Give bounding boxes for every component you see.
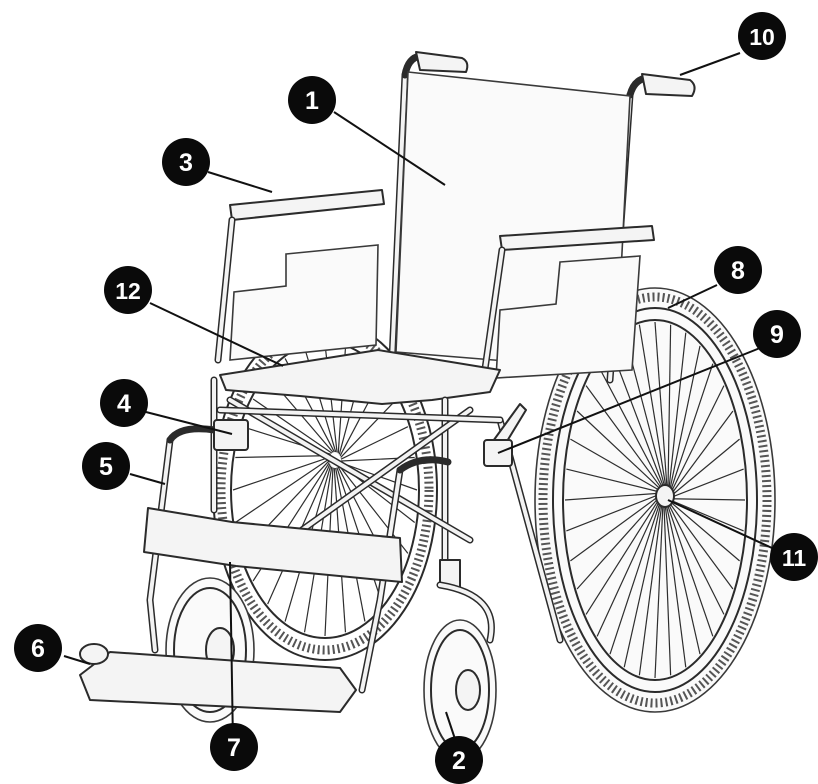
spoke <box>638 502 663 676</box>
spoke <box>666 503 714 637</box>
spoke <box>585 498 660 615</box>
brake <box>483 403 527 467</box>
callout-8: 8 <box>714 246 762 294</box>
spoke <box>235 455 330 459</box>
leader-lines <box>63 52 773 744</box>
spoke <box>668 501 734 590</box>
footplate <box>79 651 357 713</box>
spoke <box>232 456 330 491</box>
svg-text:8: 8 <box>731 257 745 285</box>
callout-2: 2 <box>435 736 483 784</box>
svg-text:11: 11 <box>782 545 807 571</box>
callout-10: 10 <box>738 12 786 60</box>
callout-11: 11 <box>770 533 818 581</box>
footrest-release <box>213 419 249 451</box>
svg-text:1: 1 <box>305 87 319 115</box>
callout-4: 4 <box>100 379 148 427</box>
svg-text:3: 3 <box>179 149 193 177</box>
svg-text:7: 7 <box>227 734 241 762</box>
svg-text:2: 2 <box>452 747 466 775</box>
spoke <box>665 503 701 655</box>
spoke <box>596 499 661 637</box>
spoke <box>668 332 687 490</box>
spoke <box>570 495 660 562</box>
calf-strap <box>143 507 403 583</box>
spoke <box>654 321 668 489</box>
svg-text:4: 4 <box>117 390 131 418</box>
spoke <box>669 500 740 562</box>
wheel-hub <box>655 484 675 508</box>
spoke <box>340 398 398 458</box>
callout-1: 1 <box>288 76 336 124</box>
spoke <box>664 503 687 668</box>
callout-9: 9 <box>753 310 801 358</box>
spoke <box>670 410 734 495</box>
spoke <box>566 494 660 532</box>
caster-right <box>423 559 497 761</box>
spoke <box>670 385 725 494</box>
footplate-bumper <box>79 643 109 665</box>
spoke <box>564 492 660 501</box>
spoke <box>670 468 744 498</box>
spoke <box>576 410 662 491</box>
svg-text:12: 12 <box>115 278 141 304</box>
spoke <box>667 502 725 615</box>
spoke <box>340 426 409 460</box>
svg-text:6: 6 <box>31 635 45 663</box>
spoke <box>576 496 660 590</box>
spoke <box>609 500 661 655</box>
svg-text:9: 9 <box>770 321 784 349</box>
push-handle-left <box>415 51 469 73</box>
spoke <box>638 324 667 489</box>
push-handle-right <box>641 73 696 97</box>
spoke <box>252 398 333 454</box>
left-armrest <box>214 189 385 364</box>
callout-5: 5 <box>82 442 130 490</box>
spoke <box>570 438 661 492</box>
callout-12: 12 <box>104 266 152 314</box>
spoke <box>669 363 714 493</box>
spoke <box>669 345 701 491</box>
spoke <box>654 503 664 679</box>
seat <box>219 349 501 405</box>
spoke <box>585 385 663 490</box>
spoke <box>670 438 740 497</box>
callout-3: 3 <box>162 138 210 186</box>
left-side-panel <box>229 244 379 361</box>
spoke <box>670 498 746 501</box>
spoke <box>234 458 330 523</box>
spoke <box>663 503 672 676</box>
svg-text:5: 5 <box>99 453 113 481</box>
spoke <box>566 468 660 493</box>
svg-text:10: 10 <box>749 24 775 50</box>
callout-6: 6 <box>14 624 62 672</box>
spoke <box>667 324 672 490</box>
callout-7: 7 <box>210 723 258 771</box>
spoke <box>669 499 744 532</box>
spoke <box>623 501 662 668</box>
spoke <box>596 363 664 489</box>
footrest-hangers <box>146 419 452 694</box>
